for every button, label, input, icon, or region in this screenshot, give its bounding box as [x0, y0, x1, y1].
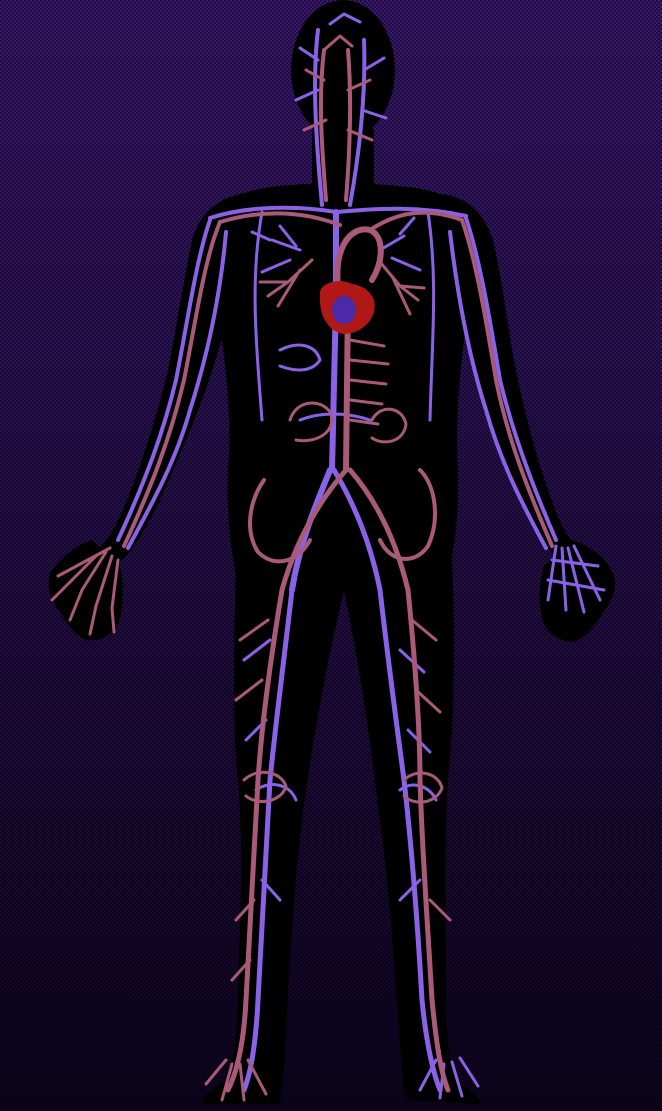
heart-inner	[332, 296, 356, 324]
